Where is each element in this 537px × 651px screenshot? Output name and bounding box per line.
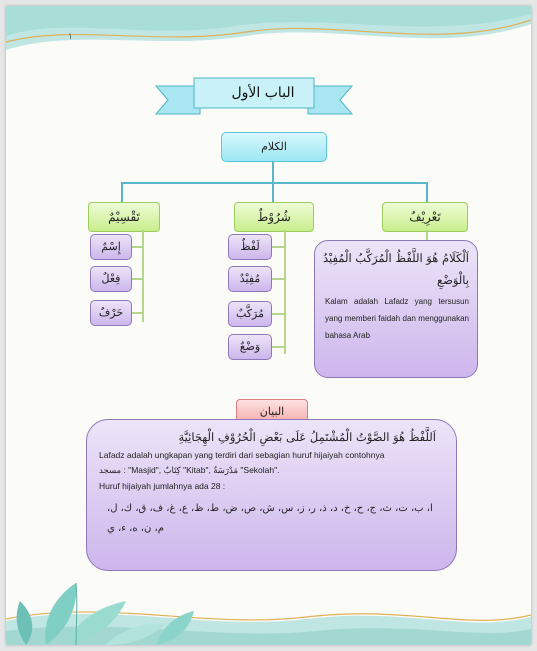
connector-line — [121, 182, 428, 184]
tarif-definition-box: اَلْكَلَامُ هُوَ اللَّفْظُ الْمُرَكَّبُ … — [314, 240, 478, 378]
connector-line — [270, 246, 286, 248]
connector-line — [121, 182, 123, 202]
page-number: ١ — [68, 32, 73, 42]
taqsim-item: فِعْلٌ — [90, 266, 132, 292]
connector-line — [130, 278, 144, 280]
root-node-label: الكلام — [261, 140, 287, 153]
syuruth-item: مُرَكَّبٌ — [228, 301, 272, 327]
bayan-line: مسجد : "Masjid", كِتَابٌ "Kitab", مَدْرَ… — [99, 465, 280, 475]
bayan-line: Lafadz adalah ungkapan yang terdiri dari… — [99, 450, 385, 460]
connector-line — [270, 313, 286, 315]
connector-line — [284, 230, 286, 354]
connector-line — [272, 182, 274, 202]
taqsim-item: إِسْمٌ — [90, 234, 132, 260]
connector-line — [426, 182, 428, 202]
hijaiyah-letters: ا، ب، ت، ث، ج، ح، خ، د، ذ، ر، ز، س، ش، ص… — [107, 503, 433, 534]
bayan-line: Huruf hijaiyah jumlahnya ada 28 : — [99, 481, 226, 491]
heading-tarif: تَعْرِيْفٌ — [382, 202, 468, 232]
bayan-box: اَللَّفْظُ هُوَ الصَّوْتُ الْمُشْتَمِلُ … — [86, 419, 457, 571]
taqsim-item: حَرْفٌ — [90, 300, 132, 326]
connector-line — [426, 230, 428, 242]
bayan-definition-arabic: اَللَّفْظُ هُوَ الصَّوْتُ الْمُشْتَمِلُ … — [178, 430, 436, 444]
connector-line — [270, 346, 286, 348]
syuruth-item: وَضْعٌ — [228, 334, 272, 360]
connector-line — [130, 312, 144, 314]
tarif-latin: Kalam adalah Lafadz yang tersusun yang m… — [325, 297, 469, 340]
header-wave-decoration — [6, 6, 531, 50]
document-page: ١ الباب الأول الكلام تَقْسِيْمٌ شُرُوْطٌ… — [6, 6, 531, 645]
chapter-title: الباب الأول — [231, 85, 295, 101]
chapter-ribbon — [154, 77, 354, 115]
footer-leaf-decoration — [6, 582, 531, 645]
connector-line — [142, 230, 144, 322]
root-node-kalam: الكلام — [221, 132, 327, 162]
connector-line — [130, 246, 144, 248]
connector-line — [270, 278, 286, 280]
heading-taqsim: تَقْسِيْمٌ — [88, 202, 160, 232]
syuruth-item: مُفِيْدٌ — [228, 266, 272, 292]
connector-line — [272, 161, 274, 183]
syuruth-item: لَفْظٌ — [228, 234, 272, 260]
tarif-arabic: اَلْكَلَامُ هُوَ اللَّفْظُ الْمُرَكَّبُ … — [322, 251, 469, 287]
heading-syuruth: شُرُوْطٌ — [234, 202, 314, 232]
